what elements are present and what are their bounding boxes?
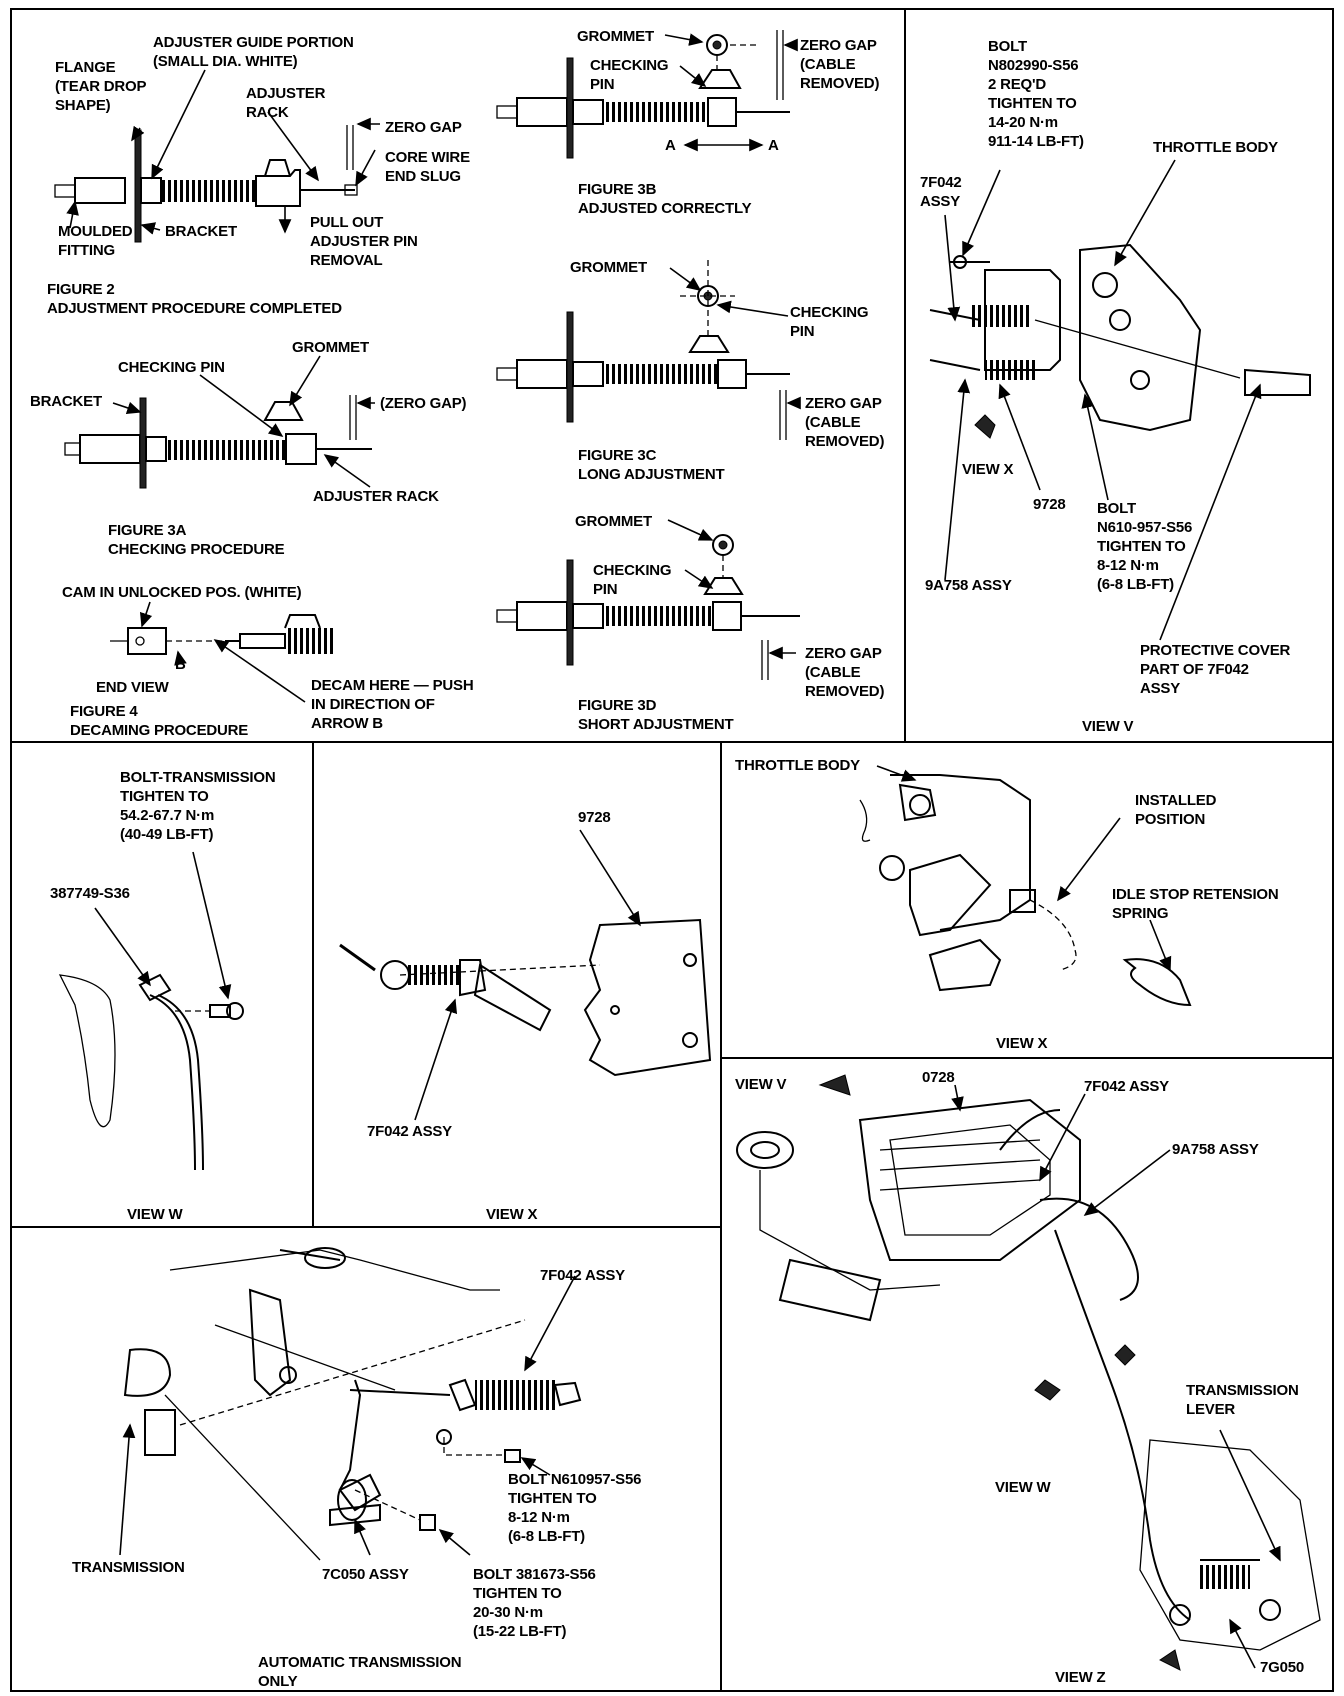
fig3b-a-left-label: A [665, 137, 676, 154]
view-x-small-9728-label: 9728 [578, 809, 611, 826]
fig2-core-wire-label: CORE WIRE END SLUG [385, 149, 470, 185]
figure-4-end-view [110, 614, 335, 655]
view-v-9a758-label: 9A758 ASSY [925, 577, 1012, 594]
fig3a-zero-gap-label: (ZERO GAP) [380, 395, 467, 412]
fig3a-grommet-label: GROMMET [292, 339, 369, 356]
view-v-bolt-bottom-label: BOLT N610-957-S56 TIGHTEN TO 8-12 N·m (6… [1097, 500, 1193, 593]
engine-7f042-label: 7F042 ASSY [1084, 1078, 1169, 1095]
view-w-part-label: 387749-S36 [50, 885, 130, 902]
engine-7g050-label: 7G050 [1260, 1659, 1305, 1676]
view-w-caption: VIEW W [127, 1206, 183, 1223]
fig3b-checking-pin-label: CHECKING PIN [590, 57, 669, 93]
auto-trans-7f042-label: 7F042 ASSY [540, 1267, 625, 1284]
view-v-view-x-label: VIEW X [962, 461, 1014, 478]
fig2-bracket-label: BRACKET [165, 223, 237, 240]
figure-3c-cable [496, 260, 790, 440]
view-x-large-idle-stop-label: IDLE STOP RETENSION SPRING [1112, 886, 1279, 922]
figure-2-cable [54, 125, 358, 243]
auto-trans-assembly [123, 1247, 582, 1561]
figure-3b-caption: FIGURE 3B ADJUSTED CORRECTLY [578, 181, 752, 217]
view-x-large-throttle-body-label: THROTTLE BODY [735, 757, 860, 774]
view-v-assembly [929, 243, 1311, 439]
fig4-decam-label: DECAM HERE — PUSH IN DIRECTION OF ARROW … [311, 677, 474, 732]
engine-view-assembly [736, 1074, 1321, 1671]
panel-engine-view [720, 1057, 1334, 1692]
view-x-small-7f042-label: 7F042 ASSY [367, 1123, 452, 1140]
fig4-arrow-b-label: B [175, 656, 186, 673]
view-w-assembly [58, 973, 244, 1171]
view-v-throttle-body-label: THROTTLE BODY [1153, 139, 1278, 156]
engine-9a758-label: 9A758 ASSY [1172, 1141, 1259, 1158]
fig2-zero-gap-label: ZERO GAP [385, 119, 462, 136]
view-x-large-assembly [859, 774, 1192, 1007]
fig2-adjuster-guide-label: ADJUSTER GUIDE PORTION (SMALL DIA. WHITE… [153, 34, 354, 70]
figure-3a-caption: FIGURE 3A CHECKING PROCEDURE [108, 522, 285, 558]
engine-view-v-label: VIEW V [735, 1076, 787, 1093]
figure-3b-cable [496, 30, 790, 159]
engine-view-z-label: VIEW Z [1055, 1669, 1106, 1686]
fig3b-grommet-label: GROMMET [577, 28, 654, 45]
fig4-cam-label: CAM IN UNLOCKED POS. (WHITE) [62, 584, 302, 601]
view-v-7f042-label: 7F042 ASSY [920, 174, 962, 210]
fig2-adjuster-rack-label: ADJUSTER RACK [246, 85, 326, 121]
fig3d-zero-gap-label: ZERO GAP (CABLE REMOVED) [805, 645, 885, 700]
figure-4-caption: FIGURE 4 DECAMING PROCEDURE [70, 703, 249, 739]
figure-3d-cable [496, 534, 800, 680]
view-v-bolt-top-label: BOLT N802990-S56 2 REQ'D TIGHTEN TO 14-2… [988, 38, 1084, 150]
view-v-protective-cover-label: PROTECTIVE COVER PART OF 7F042 ASSY [1140, 642, 1291, 697]
fig3c-zero-gap-label: ZERO GAP (CABLE REMOVED) [805, 395, 885, 450]
view-w-bolt-label: BOLT-TRANSMISSION TIGHTEN TO 54.2-67.7 N… [120, 769, 276, 843]
auto-trans-bolt-right-label: BOLT N610957-S56 TIGHTEN TO 8-12 N·m (6-… [508, 1471, 642, 1545]
view-v-caption: VIEW V [1082, 718, 1134, 735]
engine-0728-label: 0728 [922, 1069, 955, 1086]
view-x-large-installed-label: INSTALLED POSITION [1135, 792, 1217, 828]
auto-trans-caption: AUTOMATIC TRANSMISSION ONLY [258, 1654, 462, 1690]
fig3d-checking-pin-label: CHECKING PIN [593, 562, 672, 598]
fig3d-grommet-label: GROMMET [575, 513, 652, 530]
fig3c-checking-pin-label: CHECKING PIN [790, 304, 869, 340]
figure-2-caption: FIGURE 2 ADJUSTMENT PROCEDURE COMPLETED [47, 281, 342, 317]
fig2-moulded-fitting-label: MOULDED FITTING [58, 223, 133, 259]
view-v-9728-label: 9728 [1033, 496, 1066, 513]
figure-3c-caption: FIGURE 3C LONG ADJUSTMENT [578, 447, 725, 483]
fig3a-checking-pin-label: CHECKING PIN [118, 359, 225, 376]
auto-trans-bolt-bottom-label: BOLT 381673-S56 TIGHTEN TO 20-30 N·m (15… [473, 1566, 596, 1640]
fig3c-grommet-label: GROMMET [570, 259, 647, 276]
auto-trans-7c050-label: 7C050 ASSY [322, 1566, 409, 1583]
fig3a-adjuster-rack-label: ADJUSTER RACK [313, 488, 439, 505]
figure-3a-cable [64, 395, 372, 489]
view-x-small-assembly [339, 918, 712, 1077]
fig3b-zero-gap-label: ZERO GAP (CABLE REMOVED) [800, 37, 880, 92]
fig2-pull-out-label: PULL OUT ADJUSTER PIN REMOVAL [310, 214, 418, 269]
fig4-end-view-label: END VIEW [96, 679, 169, 696]
fig2-flange-label: FLANGE (TEAR DROP SHAPE) [55, 59, 147, 114]
fig3b-a-right-label: A [768, 137, 779, 154]
view-x-large-caption: VIEW X [996, 1035, 1048, 1052]
figure-3d-caption: FIGURE 3D SHORT ADJUSTMENT [578, 697, 734, 733]
engine-view-w-label: VIEW W [995, 1479, 1051, 1496]
engine-trans-lever-label: TRANSMISSION LEVER [1186, 1382, 1299, 1418]
fig3a-bracket-label: BRACKET [30, 393, 102, 410]
auto-trans-transmission-label: TRANSMISSION [72, 1559, 185, 1576]
view-x-small-caption: VIEW X [486, 1206, 538, 1223]
